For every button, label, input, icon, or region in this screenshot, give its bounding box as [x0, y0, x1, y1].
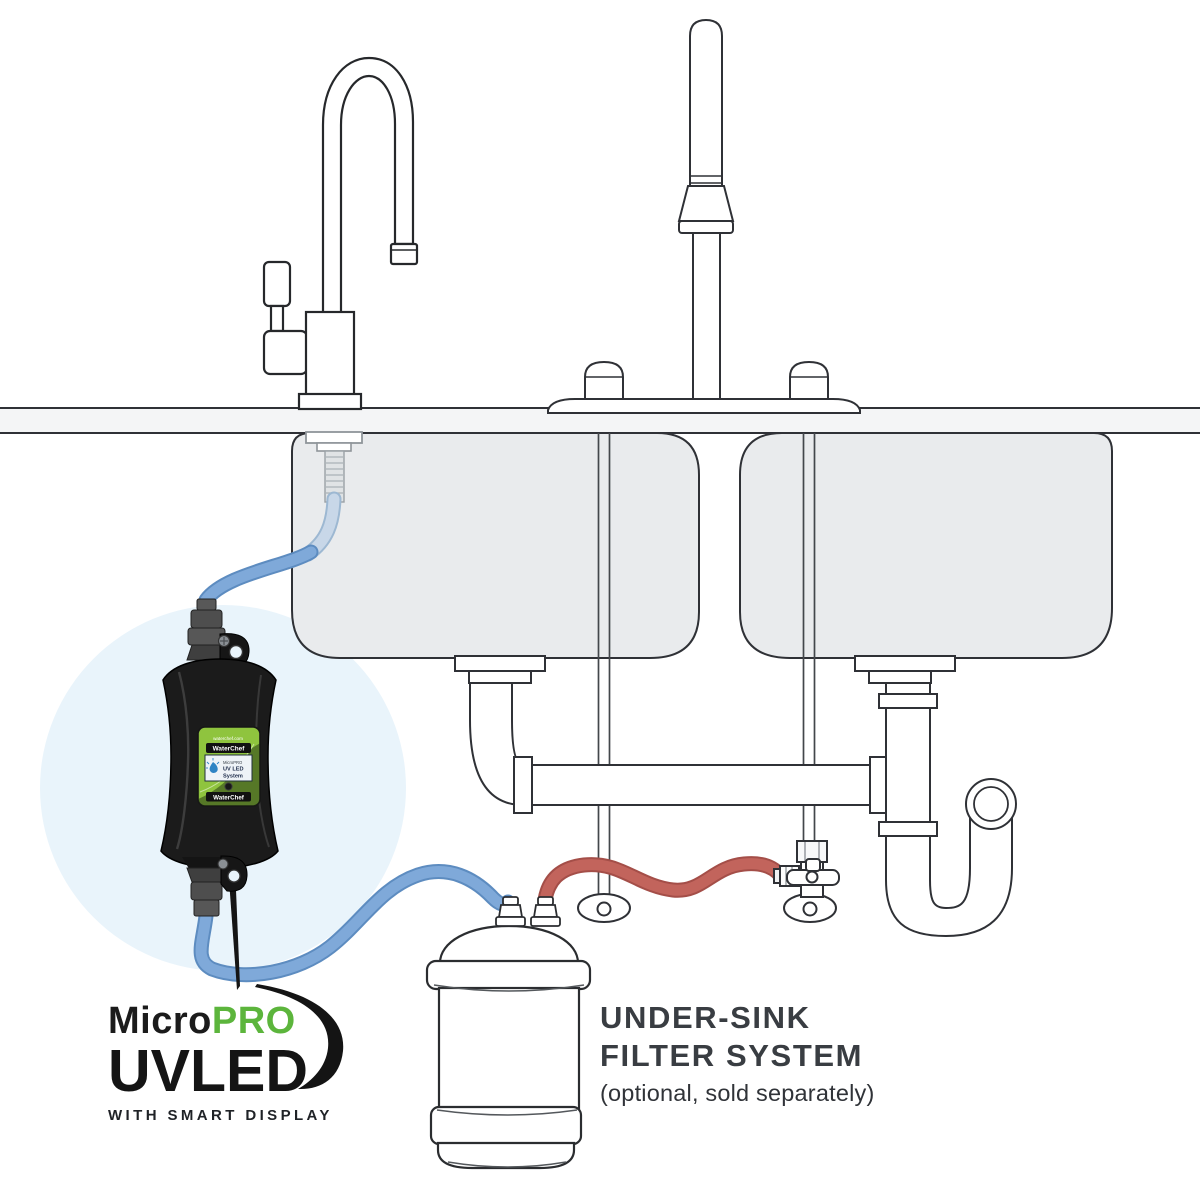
brand-model: UVLED: [108, 1038, 308, 1104]
sink-left-basin: [291, 432, 700, 659]
brand-tagline: WITH SMART DISPLAY: [108, 1107, 333, 1124]
brand-name: MicroPRO: [108, 1002, 333, 1040]
filter-label-note: (optional, sold separately): [600, 1080, 875, 1106]
water-drop-icon: [206, 758, 220, 773]
knob-left: [584, 360, 624, 400]
power-cord: [228, 866, 240, 990]
blue-tubing-inlet: [198, 491, 342, 608]
supply-pipe-left: [597, 433, 611, 896]
shutoff-valve: [773, 840, 840, 898]
swoosh-arc: [255, 984, 344, 1090]
filter-label-line2: FILTER SYSTEM: [600, 1038, 864, 1073]
filter-fittings: [495, 896, 561, 927]
screen-line1: MicroPRO: [223, 760, 243, 765]
faucet-handle: [262, 260, 292, 308]
filter-label: UNDER-SINK FILTER SYSTEM (optional, sold…: [600, 999, 875, 1107]
blue-tubing-outlet: [193, 864, 516, 983]
inlet-fitting: [186, 598, 227, 661]
sink-right-basin: [739, 432, 1113, 659]
filter-label-line1: UNDER-SINK: [600, 1000, 811, 1035]
screen-line2: UV LED: [223, 767, 244, 773]
floor-escutcheons: [577, 893, 837, 923]
panel-website: waterchef.com: [213, 736, 243, 741]
drain-pipes: [454, 655, 1017, 938]
spray-head: [677, 185, 735, 222]
drinking-faucet: [262, 56, 419, 411]
uv-device: waterchef.com WaterChef MicroPRO UV LED …: [160, 598, 279, 917]
deck-plate: [547, 398, 861, 414]
knob-right: [789, 360, 829, 400]
brand-badge-top: [206, 743, 251, 753]
outlet-fitting: [186, 867, 227, 917]
screw-icon: [217, 858, 229, 870]
brand-badge-bottom-label: WaterChef: [213, 795, 245, 802]
brand-logo: MicroPRO UVLED WITH SMART DISPLAY: [108, 1002, 333, 1123]
mounting-tab-bottom: [217, 855, 248, 892]
red-tubing: [537, 856, 788, 908]
device-display: waterchef.com WaterChef MicroPRO UV LED …: [197, 726, 261, 807]
filter-canister: [425, 924, 592, 1170]
panel-button: [224, 782, 233, 791]
main-faucet: [547, 18, 861, 414]
gooseneck-spout: [321, 56, 415, 316]
brand-pro: PRO: [211, 1000, 296, 1042]
p-trap: [878, 682, 1017, 938]
sink-basins: [291, 432, 1113, 659]
brand-badge-bottom: [206, 792, 251, 802]
brand-micro: Micro: [108, 1000, 212, 1042]
screen-line3: System: [223, 774, 243, 780]
brand-badge-top-label: WaterChef: [213, 746, 246, 753]
